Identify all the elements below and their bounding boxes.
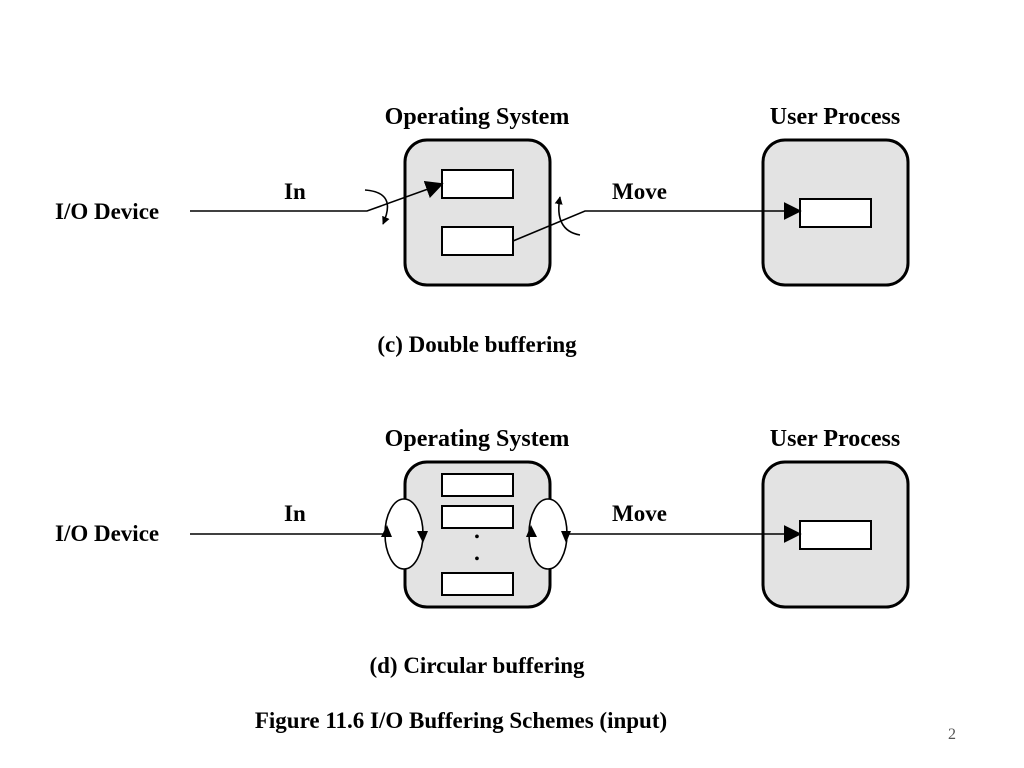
caption-double-buffering: (c) Double buffering [377, 332, 577, 357]
os-buffer-n [441, 572, 514, 596]
in-label: In [284, 501, 306, 526]
in-loop-down-arrowhead [417, 531, 428, 543]
move-label: Move [612, 179, 667, 204]
ellipsis-dot-1: • [475, 530, 480, 545]
os-buffer-2 [441, 226, 514, 256]
user-buffer [799, 198, 872, 228]
figure-caption: Figure 11.6 I/O Buffering Schemes (input… [255, 708, 667, 733]
page-number: 2 [948, 726, 956, 743]
panel-circular-buffering: Operating System User Process • • I/O De… [55, 426, 910, 678]
caption-circular-buffering: (d) Circular buffering [369, 653, 585, 678]
os-box [403, 138, 552, 287]
io-device-label: I/O Device [55, 521, 159, 546]
in-arrow [190, 181, 444, 212]
panel-double-buffering: Operating System User Process I/O Device… [55, 104, 910, 357]
move-label: Move [612, 501, 667, 526]
os-buffer-1 [441, 473, 514, 497]
os-buffer-1 [441, 169, 514, 199]
io-device-label: I/O Device [55, 199, 159, 224]
user-process-label: User Process [770, 104, 900, 130]
user-process-label: User Process [770, 426, 900, 452]
user-buffer [799, 520, 872, 550]
os-label: Operating System [385, 426, 570, 452]
os-label: Operating System [385, 104, 570, 130]
move-arrow [512, 202, 802, 242]
in-switch-arrow [364, 189, 390, 225]
in-label: In [284, 179, 306, 204]
move-switch-arrow [554, 196, 581, 236]
move-loop-up-arrowhead [526, 525, 537, 537]
ellipsis-dot-2: • [475, 552, 480, 567]
os-buffer-2 [441, 505, 514, 529]
